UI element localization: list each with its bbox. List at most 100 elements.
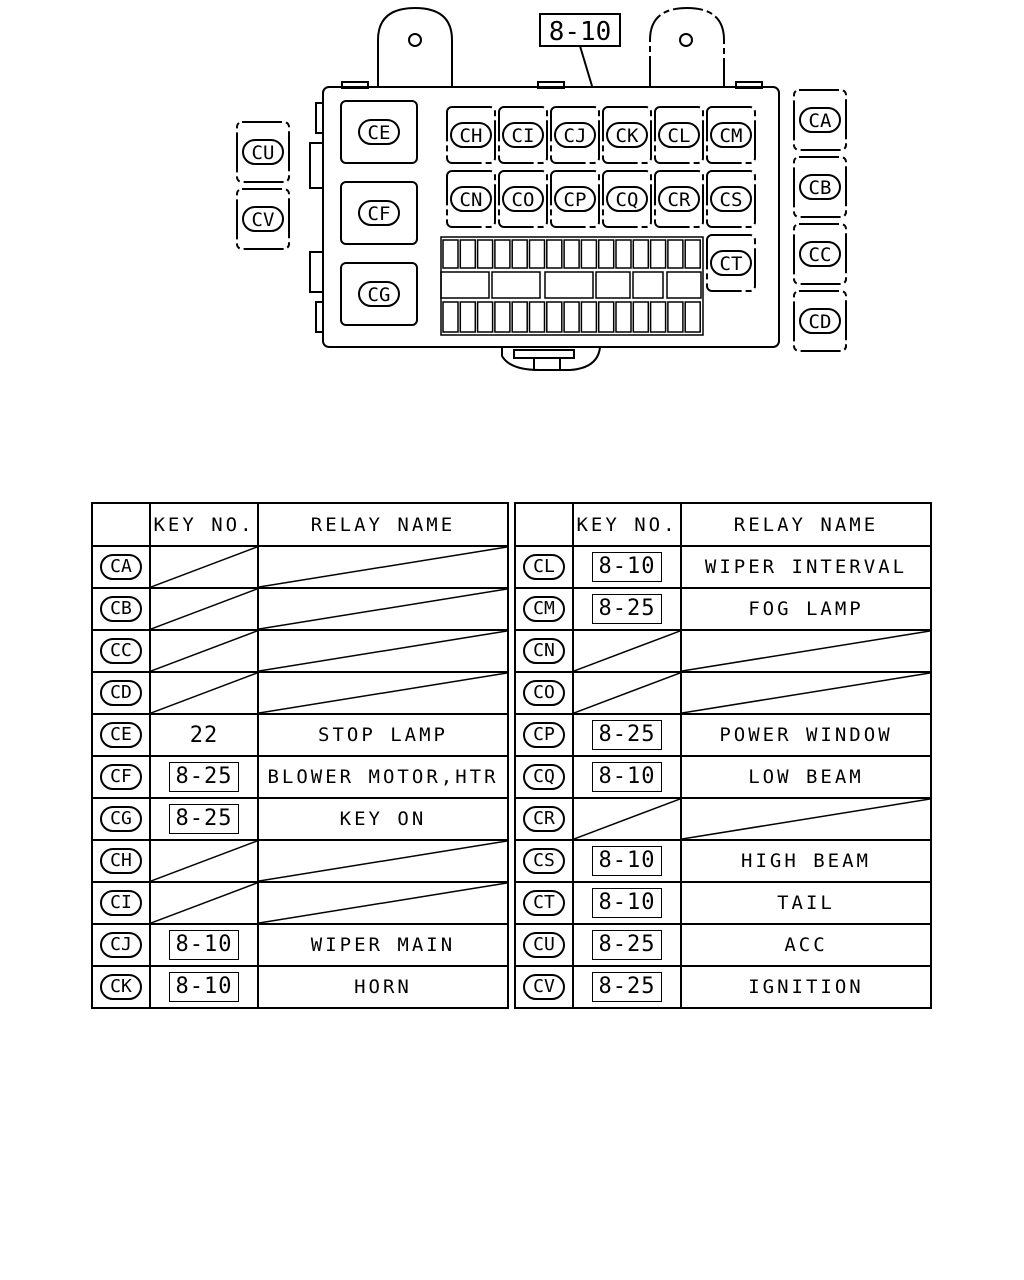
key-no-cell [572,671,682,715]
relay-cs: CS [706,170,756,228]
key-no-cell: 8-10 [572,881,682,925]
relay-name-cell: POWER WINDOW [680,713,932,757]
relay-name: ACC [784,934,828,956]
relay-name-cell: WIPER MAIN [257,923,509,967]
blank-slash [152,842,256,880]
relay-code-cell: CR [514,797,574,841]
relay-code: CQ [523,764,565,790]
relay-cd: CD [793,290,847,352]
relay-cr: CR [654,170,704,228]
blank-slash [260,632,506,670]
relay-code-cell: CQ [514,755,574,799]
key-no: 8-25 [591,930,663,960]
relay-name-cell: STOP LAMP [257,713,509,757]
relay-co: CO [498,170,548,228]
relay-name-cell: LOW BEAM [680,755,932,799]
key-no: 8-10 [591,552,663,582]
key-no: 8-25 [168,804,240,834]
header-relay-name: RELAY NAME [257,502,509,547]
relay-label: CN [460,189,483,211]
key-no-cell [149,545,259,589]
relay-code-cell: CD [91,671,151,715]
relay-cu: CU [236,121,290,183]
key-no: 8-10 [591,888,663,918]
blank-slash [683,674,929,712]
key-no-cell: 8-10 [149,965,259,1009]
table-row: CQ 8-10 LOW BEAM [514,755,932,799]
relay-code: CS [523,848,565,874]
table-row: CH [91,839,509,883]
relay-name-cell [680,629,932,673]
relay-code: CH [100,848,142,874]
key-no-cell: 8-25 [572,965,682,1009]
key-no-cell: 8-10 [572,545,682,589]
relay-code-cell: CJ [91,923,151,967]
relay-cj: CJ [550,106,600,164]
relay-name: TAIL [777,892,835,914]
relay-name-cell [257,671,509,715]
key-no-cell [572,797,682,841]
relay-label: CT [720,253,743,275]
relay-cb: CB [793,156,847,218]
relay-name-cell: ACC [680,923,932,967]
key-no-cell: 8-10 [572,755,682,799]
blank-slash [260,884,506,922]
relay-code-cell: CO [514,671,574,715]
relay-code-cell: CB [91,587,151,631]
header-code [514,502,574,547]
relay-label: CD [809,311,832,333]
table-row: CR [514,797,932,841]
relay-label: CE [368,122,391,144]
relay-code-cell: CM [514,587,574,631]
relay-code-cell: CU [514,923,574,967]
relay-label: CR [668,189,691,211]
relay-code: CN [523,638,565,664]
relay-name-cell [257,881,509,925]
relay-cm: CM [706,106,756,164]
relay-name-cell: WIPER INTERVAL [680,545,932,589]
relay-label: CO [512,189,535,211]
relay-code-cell: CP [514,713,574,757]
fuse-block [440,236,704,336]
relay-label: CJ [564,125,587,147]
key-no: 8-10 [591,762,663,792]
relay-label: CU [252,142,275,164]
relay-label: CQ [616,189,639,211]
relay-code-cell: CH [91,839,151,883]
relay-code: CC [100,638,142,664]
relay-ck: CK [602,106,652,164]
relay-ce: CE [340,100,418,164]
key-no: 8-10 [591,846,663,876]
relay-label: CF [368,203,391,225]
relay-code: CU [523,932,565,958]
relay-ch: CH [446,106,496,164]
relay-code-cell: CG [91,797,151,841]
header-key-no: KEY NO. [572,502,682,547]
relay-cl: CL [654,106,704,164]
table-row: CF 8-25 BLOWER MOTOR,HTR [91,755,509,799]
relay-name: BLOWER MOTOR,HTR [267,766,499,788]
relay-ci: CI [498,106,548,164]
relay-name: WIPER INTERVAL [704,556,908,578]
bottom-connector [501,346,601,371]
relay-code: CO [523,680,565,706]
relay-code: CV [523,974,565,1000]
relay-label: CC [809,244,832,266]
key-no-cell: 8-25 [572,587,682,631]
blank-slash [575,674,679,712]
relay-name-cell [680,671,932,715]
relay-code-cell: CF [91,755,151,799]
key-no: 8-25 [168,762,240,792]
relay-label: CV [252,209,275,231]
table-row: CJ 8-10 WIPER MAIN [91,923,509,967]
relay-box-housing [322,86,780,348]
relay-code-cell: CA [91,545,151,589]
relay-code: CJ [100,932,142,958]
key-no: 8-10 [168,930,240,960]
key-no-cell: 8-25 [572,713,682,757]
relay-code: CG [100,806,142,832]
blank-slash [152,884,256,922]
